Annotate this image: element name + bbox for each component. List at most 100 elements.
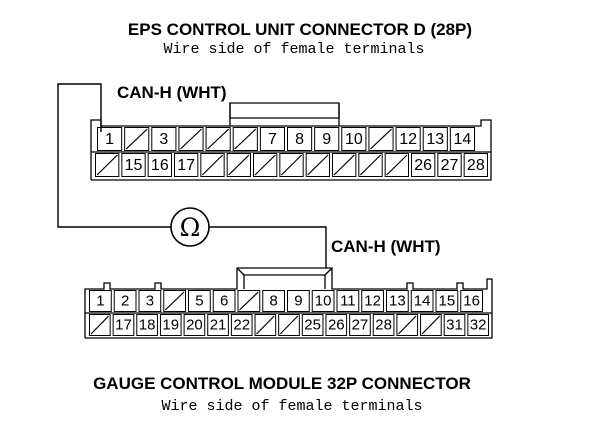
terminal-22: 22: [230, 314, 253, 336]
terminal-empty: [226, 153, 252, 177]
terminal-empty: [178, 127, 204, 151]
terminal-27: 27: [349, 314, 371, 336]
terminal-17: 17: [112, 314, 135, 336]
eps-connector-bottom-row: 15 16 17 26 27 28: [95, 153, 488, 177]
terminal-empty: [205, 127, 231, 151]
terminal-number: 28: [375, 316, 392, 333]
terminal-8: 8: [262, 290, 285, 312]
terminal-28: 28: [372, 314, 395, 336]
terminal-number: 6: [220, 292, 228, 309]
gauge-connector-title: GAUGE CONTROL MODULE 32P CONNECTOR: [93, 374, 471, 393]
terminal-13: 13: [422, 127, 448, 151]
terminal-number: 13: [426, 131, 444, 148]
terminal-empty: [124, 127, 150, 151]
terminal-number: 8: [295, 131, 304, 148]
eps-connector-subtitle: Wire side of female terminals: [163, 41, 424, 58]
terminal-empty: [420, 314, 442, 336]
terminal-19: 19: [159, 314, 182, 336]
terminal-number: 22: [233, 316, 250, 333]
terminal-12: 12: [361, 290, 384, 312]
unused-terminal-slash: [207, 128, 230, 150]
terminal-12: 12: [395, 127, 421, 151]
unused-terminal-slash: [279, 315, 299, 335]
terminal-empty: [232, 127, 258, 151]
terminal-number: 7: [268, 131, 277, 148]
terminal-16: 16: [460, 290, 483, 312]
terminal-8: 8: [287, 127, 313, 151]
terminal-empty: [89, 314, 111, 336]
terminal-empty: [384, 153, 409, 177]
gauge-connector-32p: [84, 267, 493, 339]
terminal-number: 12: [399, 131, 417, 148]
terminal-number: 27: [441, 157, 459, 174]
ohmmeter-icon: Ω: [170, 207, 210, 247]
unused-terminal-slash: [256, 315, 275, 335]
terminal-number: 10: [315, 292, 332, 309]
unused-terminal-slash: [234, 128, 257, 150]
terminal-number: 32: [470, 316, 487, 333]
terminal-16: 16: [147, 153, 173, 177]
terminal-9: 9: [287, 290, 310, 312]
terminal-empty: [200, 153, 225, 177]
terminal-7: 7: [259, 127, 286, 151]
unused-terminal-slash: [90, 315, 110, 335]
terminal-26: 26: [325, 314, 348, 336]
terminal-number: 2: [121, 292, 129, 309]
terminal-number: 17: [177, 157, 195, 174]
terminal-14: 14: [410, 290, 434, 312]
terminal-10: 10: [341, 127, 367, 151]
terminal-number: 18: [139, 316, 156, 333]
terminal-number: 28: [467, 157, 485, 174]
unused-terminal-slash: [359, 154, 382, 176]
terminal-number: 16: [151, 157, 169, 174]
unused-terminal-slash: [201, 154, 224, 176]
terminal-25: 25: [301, 314, 324, 336]
unused-terminal-slash: [370, 128, 392, 150]
unused-terminal-slash: [421, 315, 441, 335]
terminal-number: 20: [186, 316, 203, 333]
terminal-number: 15: [125, 157, 143, 174]
terminal-number: 31: [446, 316, 463, 333]
gauge-connector-subtitle: Wire side of female terminals: [161, 398, 422, 415]
terminal-number: 8: [269, 292, 277, 309]
unused-terminal-slash: [239, 291, 259, 311]
unused-terminal-slash: [333, 154, 355, 176]
unused-terminal-slash: [125, 128, 148, 150]
terminal-number: 1: [105, 131, 114, 148]
terminal-18: 18: [136, 314, 158, 336]
eps-connector-d: [90, 102, 492, 181]
terminal-empty: [278, 314, 300, 336]
terminal-1: 1: [97, 127, 123, 151]
terminal-26: 26: [411, 153, 436, 177]
terminal-number: 16: [463, 292, 480, 309]
terminal-20: 20: [183, 314, 206, 336]
terminal-5: 5: [188, 290, 211, 312]
terminal-17: 17: [174, 153, 199, 177]
terminal-number: 12: [364, 292, 381, 309]
terminal-empty: [95, 153, 120, 177]
terminal-empty: [332, 153, 357, 177]
test-wiring: [57, 83, 327, 268]
terminal-empty: [163, 290, 186, 312]
terminal-28: 28: [463, 153, 488, 177]
unused-terminal-slash: [307, 154, 329, 176]
terminal-number: 26: [414, 157, 432, 174]
terminal-number: 9: [322, 131, 331, 148]
terminal-empty: [305, 153, 330, 177]
terminal-3: 3: [138, 290, 162, 312]
unused-terminal-slash: [386, 154, 408, 176]
terminal-32: 32: [467, 314, 489, 336]
terminal-number: 21: [210, 316, 227, 333]
terminal-number: 27: [352, 316, 369, 333]
terminal-31: 31: [443, 314, 466, 336]
terminal-number: 19: [162, 316, 179, 333]
terminal-number: 13: [389, 292, 406, 309]
terminal-number: 1: [96, 292, 104, 309]
terminal-number: 3: [159, 131, 168, 148]
terminal-number: 26: [328, 316, 345, 333]
terminal-empty: [253, 153, 278, 177]
terminal-empty: [279, 153, 304, 177]
terminal-13: 13: [386, 290, 409, 312]
